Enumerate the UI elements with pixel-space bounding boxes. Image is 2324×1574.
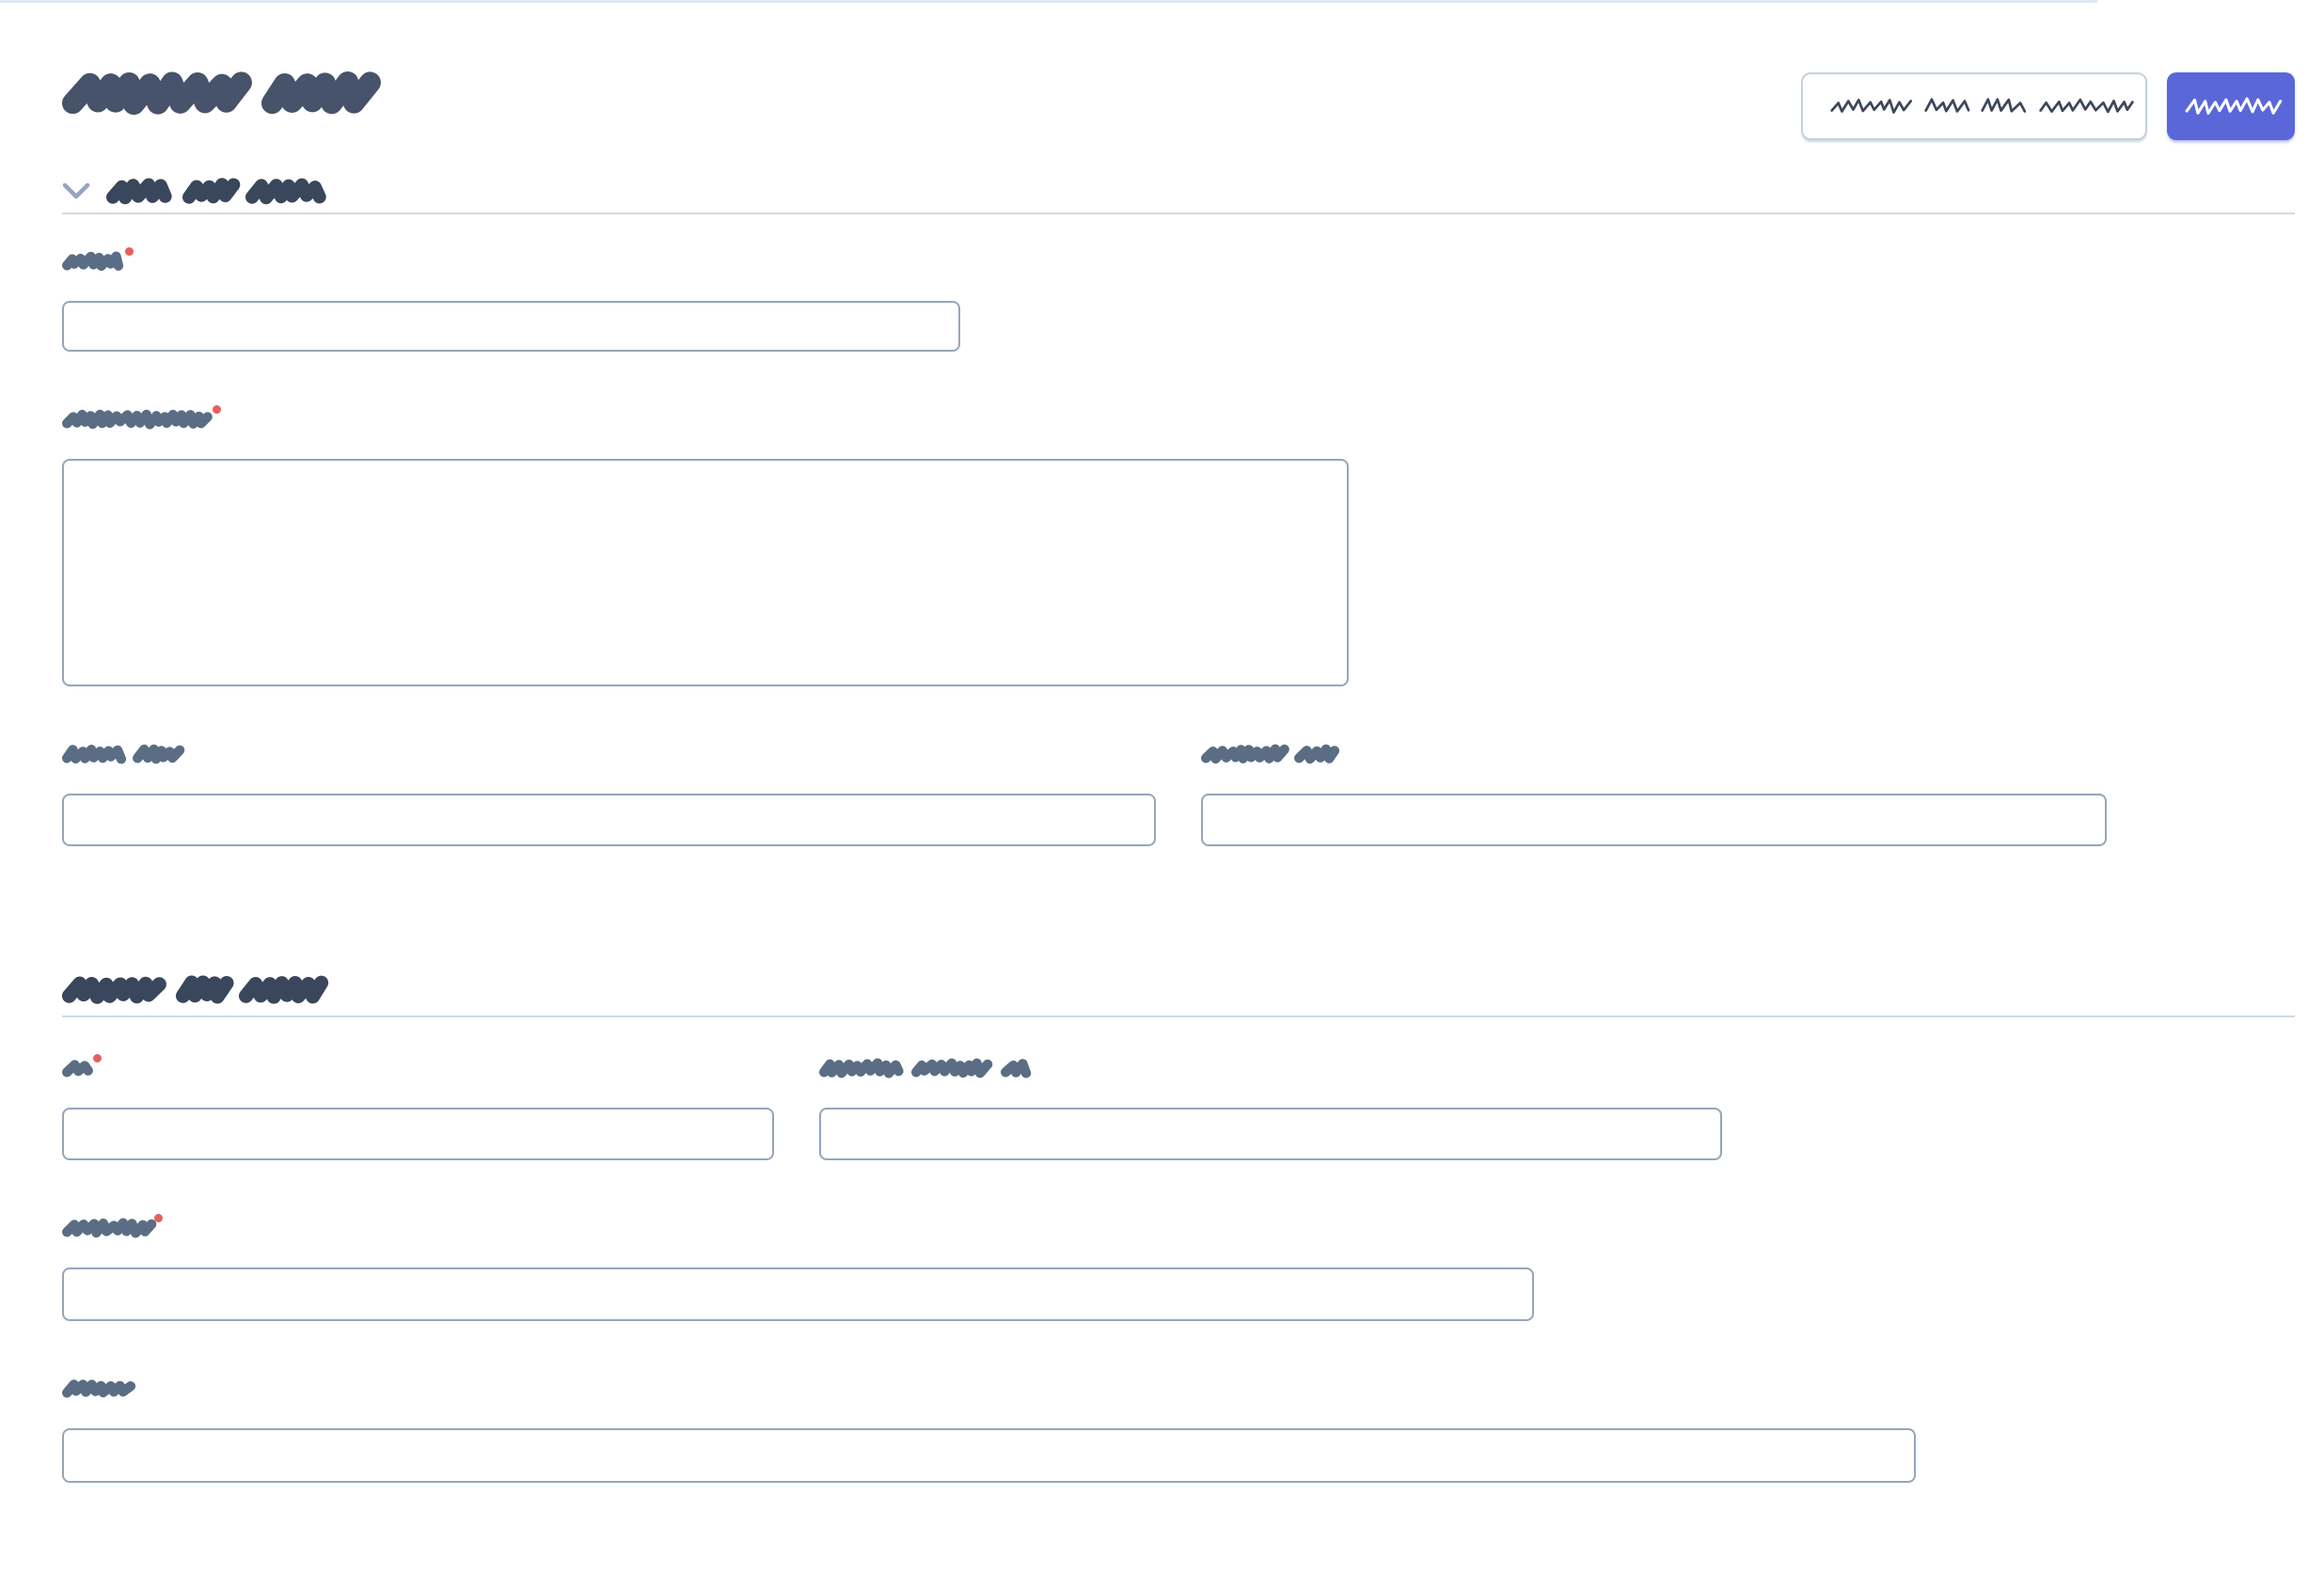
required-indicator [213,405,221,414]
field-5-label-text [62,1059,93,1078]
field-1 [62,247,2295,352]
field-5 [62,1054,774,1160]
field-8-label [62,1379,2295,1400]
field-6 [819,1058,1722,1160]
field-5-label [62,1054,774,1079]
field-row-1 [62,744,2295,846]
header-input-text [1829,98,2134,114]
topbar-actions [1801,72,2295,140]
section-2-heading [61,975,329,1004]
field-8-label-text [62,1379,136,1398]
field-2-textarea[interactable] [62,459,1349,686]
section-2-header [61,975,2295,1004]
field-7-label-text [62,1218,157,1238]
field-5-input[interactable] [62,1108,774,1160]
section-2-divider [62,1015,2295,1017]
required-indicator [93,1054,102,1062]
field-6-label [819,1058,1722,1079]
field-row-2 [62,1054,2295,1160]
field-4-input[interactable] [1201,794,2107,846]
required-indicator [154,1214,163,1222]
field-1-input[interactable] [62,301,960,352]
required-indicator [125,247,134,256]
field-4-label-text [1201,744,1340,764]
section-1-header[interactable] [62,178,2295,205]
page-title [61,71,381,116]
field-3 [62,744,1156,846]
field-7-label [62,1214,2295,1239]
primary-button-label [2184,97,2283,115]
field-2-label-text [62,409,213,430]
field-3-label-text [62,744,185,764]
field-8 [62,1379,2295,1483]
page-top-accent-line [0,0,2097,3]
field-6-label-text [819,1058,1032,1078]
section-1-heading [105,178,326,205]
field-1-label [62,247,2295,273]
field-3-input[interactable] [62,794,1156,846]
field-2-label [62,405,2295,431]
chevron-down-icon[interactable] [62,182,90,200]
field-4 [1201,744,2107,846]
field-1-label-text [62,251,124,271]
field-8-input[interactable] [62,1428,1916,1483]
field-2 [62,405,2295,686]
header-input[interactable] [1801,72,2147,140]
field-7 [62,1214,2295,1321]
field-7-input[interactable] [62,1267,1534,1321]
field-6-input[interactable] [819,1108,1722,1160]
section-1-divider [62,212,2295,214]
form-page [61,0,2295,1483]
field-4-label [1201,744,2107,765]
topbar [61,0,2295,140]
primary-button[interactable] [2167,72,2295,140]
field-3-label [62,744,1156,765]
